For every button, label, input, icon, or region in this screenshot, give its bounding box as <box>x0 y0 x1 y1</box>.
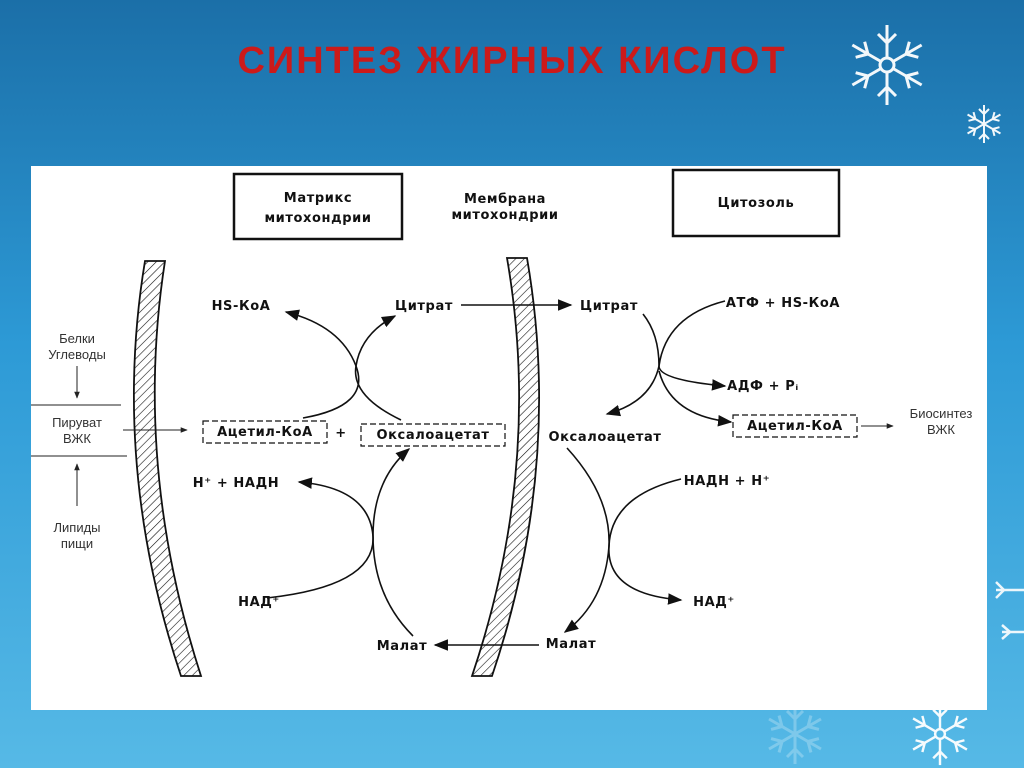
cytosol-nadh-h: НАДН + H⁺ <box>684 474 771 489</box>
matrix-citrate: Цитрат <box>395 299 453 314</box>
matrix-hs-coa: HS-КоА <box>212 299 271 314</box>
matrix-header-line1: Матрикс <box>284 191 352 206</box>
snowflake-icon <box>846 25 928 107</box>
source-proteins: Белки <box>59 331 95 346</box>
matrix-malate: Малат <box>377 639 428 654</box>
cytosol-atp-hscoa: АТФ + HS-КоА <box>726 296 840 311</box>
slide-title: СИНТЕЗ ЖИРНЫХ КИСЛОТ <box>237 40 787 82</box>
membrane-header: Мембрана митохондрии <box>451 192 558 223</box>
cytosol-fatty-acids: ВЖК <box>927 422 955 437</box>
cytosol-nad: НАД⁺ <box>693 595 735 610</box>
matrix-oxaloacetate: Оксалоацетат <box>376 428 489 443</box>
outer-membrane <box>470 257 541 677</box>
membrane-header-line2: митохондрии <box>451 208 558 223</box>
snowflake-icon <box>964 105 1004 144</box>
cytosol-malate: Малат <box>546 637 597 652</box>
snowflake-icon <box>763 704 827 766</box>
cytosol-acetyl-coa: Ацетил-КоА <box>747 419 843 434</box>
cytosol-biosynthesis: Биосинтез <box>910 406 973 421</box>
cytosol-header: Цитозоль <box>671 168 841 238</box>
diagram-panel: Матрикс митохондрии Мембрана митохондрии… <box>31 166 987 710</box>
source-lipids: Липиды <box>53 520 100 535</box>
membrane-header-line1: Мембрана <box>464 192 546 207</box>
inner-membrane <box>132 260 203 677</box>
cytosol-header-label: Цитозоль <box>718 196 795 211</box>
matrix-header-line2: митохондрии <box>264 211 371 226</box>
snowflake-icon <box>995 581 1024 640</box>
matrix-acetyl-coa: Ацетил-КоА <box>217 425 313 440</box>
source-pyruvate: Пируват <box>52 415 102 430</box>
matrix-header: Матрикс митохондрии <box>232 172 404 241</box>
source-fatty-acids: ВЖК <box>63 431 91 446</box>
source-carbs: Углеводы <box>48 347 106 362</box>
matrix-nad: НАД⁺ <box>238 595 280 610</box>
snowflake-icon <box>908 702 972 767</box>
cytosol-adp-pi: АДФ + Pᵢ <box>727 379 799 394</box>
source-column: Белки Углеводы Пируват ВЖК Липиды пищи <box>31 331 188 551</box>
cytosol-citrate: Цитрат <box>580 299 638 314</box>
fatty-acid-synthesis-diagram: Матрикс митохондрии Мембрана митохондрии… <box>31 168 973 677</box>
cytosol-oxaloacetate: Оксалоацетат <box>548 430 661 445</box>
matrix-plus: + <box>335 426 347 441</box>
source-food: пищи <box>61 536 93 551</box>
matrix-h-nadh: H⁺ + НАДН <box>193 476 280 491</box>
